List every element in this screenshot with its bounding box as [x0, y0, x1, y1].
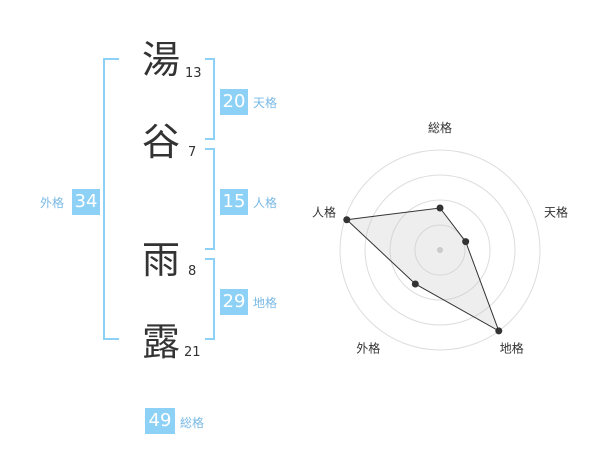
radar-axis-label-4: 外格 — [356, 341, 380, 356]
radar-axis-label-5: 人格 — [312, 204, 336, 219]
radar-ring-2 — [389, 199, 491, 301]
name-char-2: 谷 — [141, 120, 180, 164]
chikaku-bracket — [205, 258, 215, 340]
radar-polygon — [345, 207, 500, 333]
radar-point-4 — [411, 280, 419, 288]
stroke-count-1: 13 — [185, 66, 202, 81]
name-char-3: 雨 — [141, 238, 180, 282]
radar-axis-label-3: 地格 — [500, 341, 524, 356]
chikaku-label: 地格 — [253, 296, 278, 310]
radar-point-3 — [495, 327, 503, 335]
stroke-count-2: 7 — [188, 145, 197, 160]
radar-ring-3 — [364, 174, 516, 326]
chikaku-value-badge: 29 — [220, 289, 248, 315]
stroke-count-4: 21 — [184, 345, 201, 360]
tenkaku-label: 天格 — [253, 96, 278, 110]
radar-center — [437, 247, 443, 253]
name-char-4: 露 — [141, 320, 180, 364]
soukaku-label: 総格 — [180, 416, 205, 430]
jinkaku-label: 人格 — [253, 196, 278, 210]
gaikaku-label: 外格 — [40, 196, 65, 210]
radar-axis-label-1: 総格 — [428, 120, 452, 135]
soukaku-value-badge: 49 — [145, 408, 175, 434]
name-char-1: 湯 — [141, 38, 180, 82]
radar-ring-1 — [414, 224, 466, 276]
radar-point-1 — [436, 204, 444, 212]
gaikaku-bracket — [103, 58, 119, 340]
tenkaku-value-badge: 20 — [220, 89, 248, 115]
gaikaku-value-badge: 34 — [72, 189, 100, 215]
jinkaku-value-badge: 15 — [220, 189, 248, 215]
stroke-count-3: 8 — [188, 264, 197, 279]
radar-point-2 — [462, 238, 470, 246]
tenkaku-bracket — [205, 58, 215, 140]
radar-point-5 — [343, 216, 351, 224]
radar-axis-label-2: 天格 — [544, 204, 568, 219]
radar-ring-4 — [339, 149, 541, 351]
jinkaku-bracket — [205, 148, 215, 250]
